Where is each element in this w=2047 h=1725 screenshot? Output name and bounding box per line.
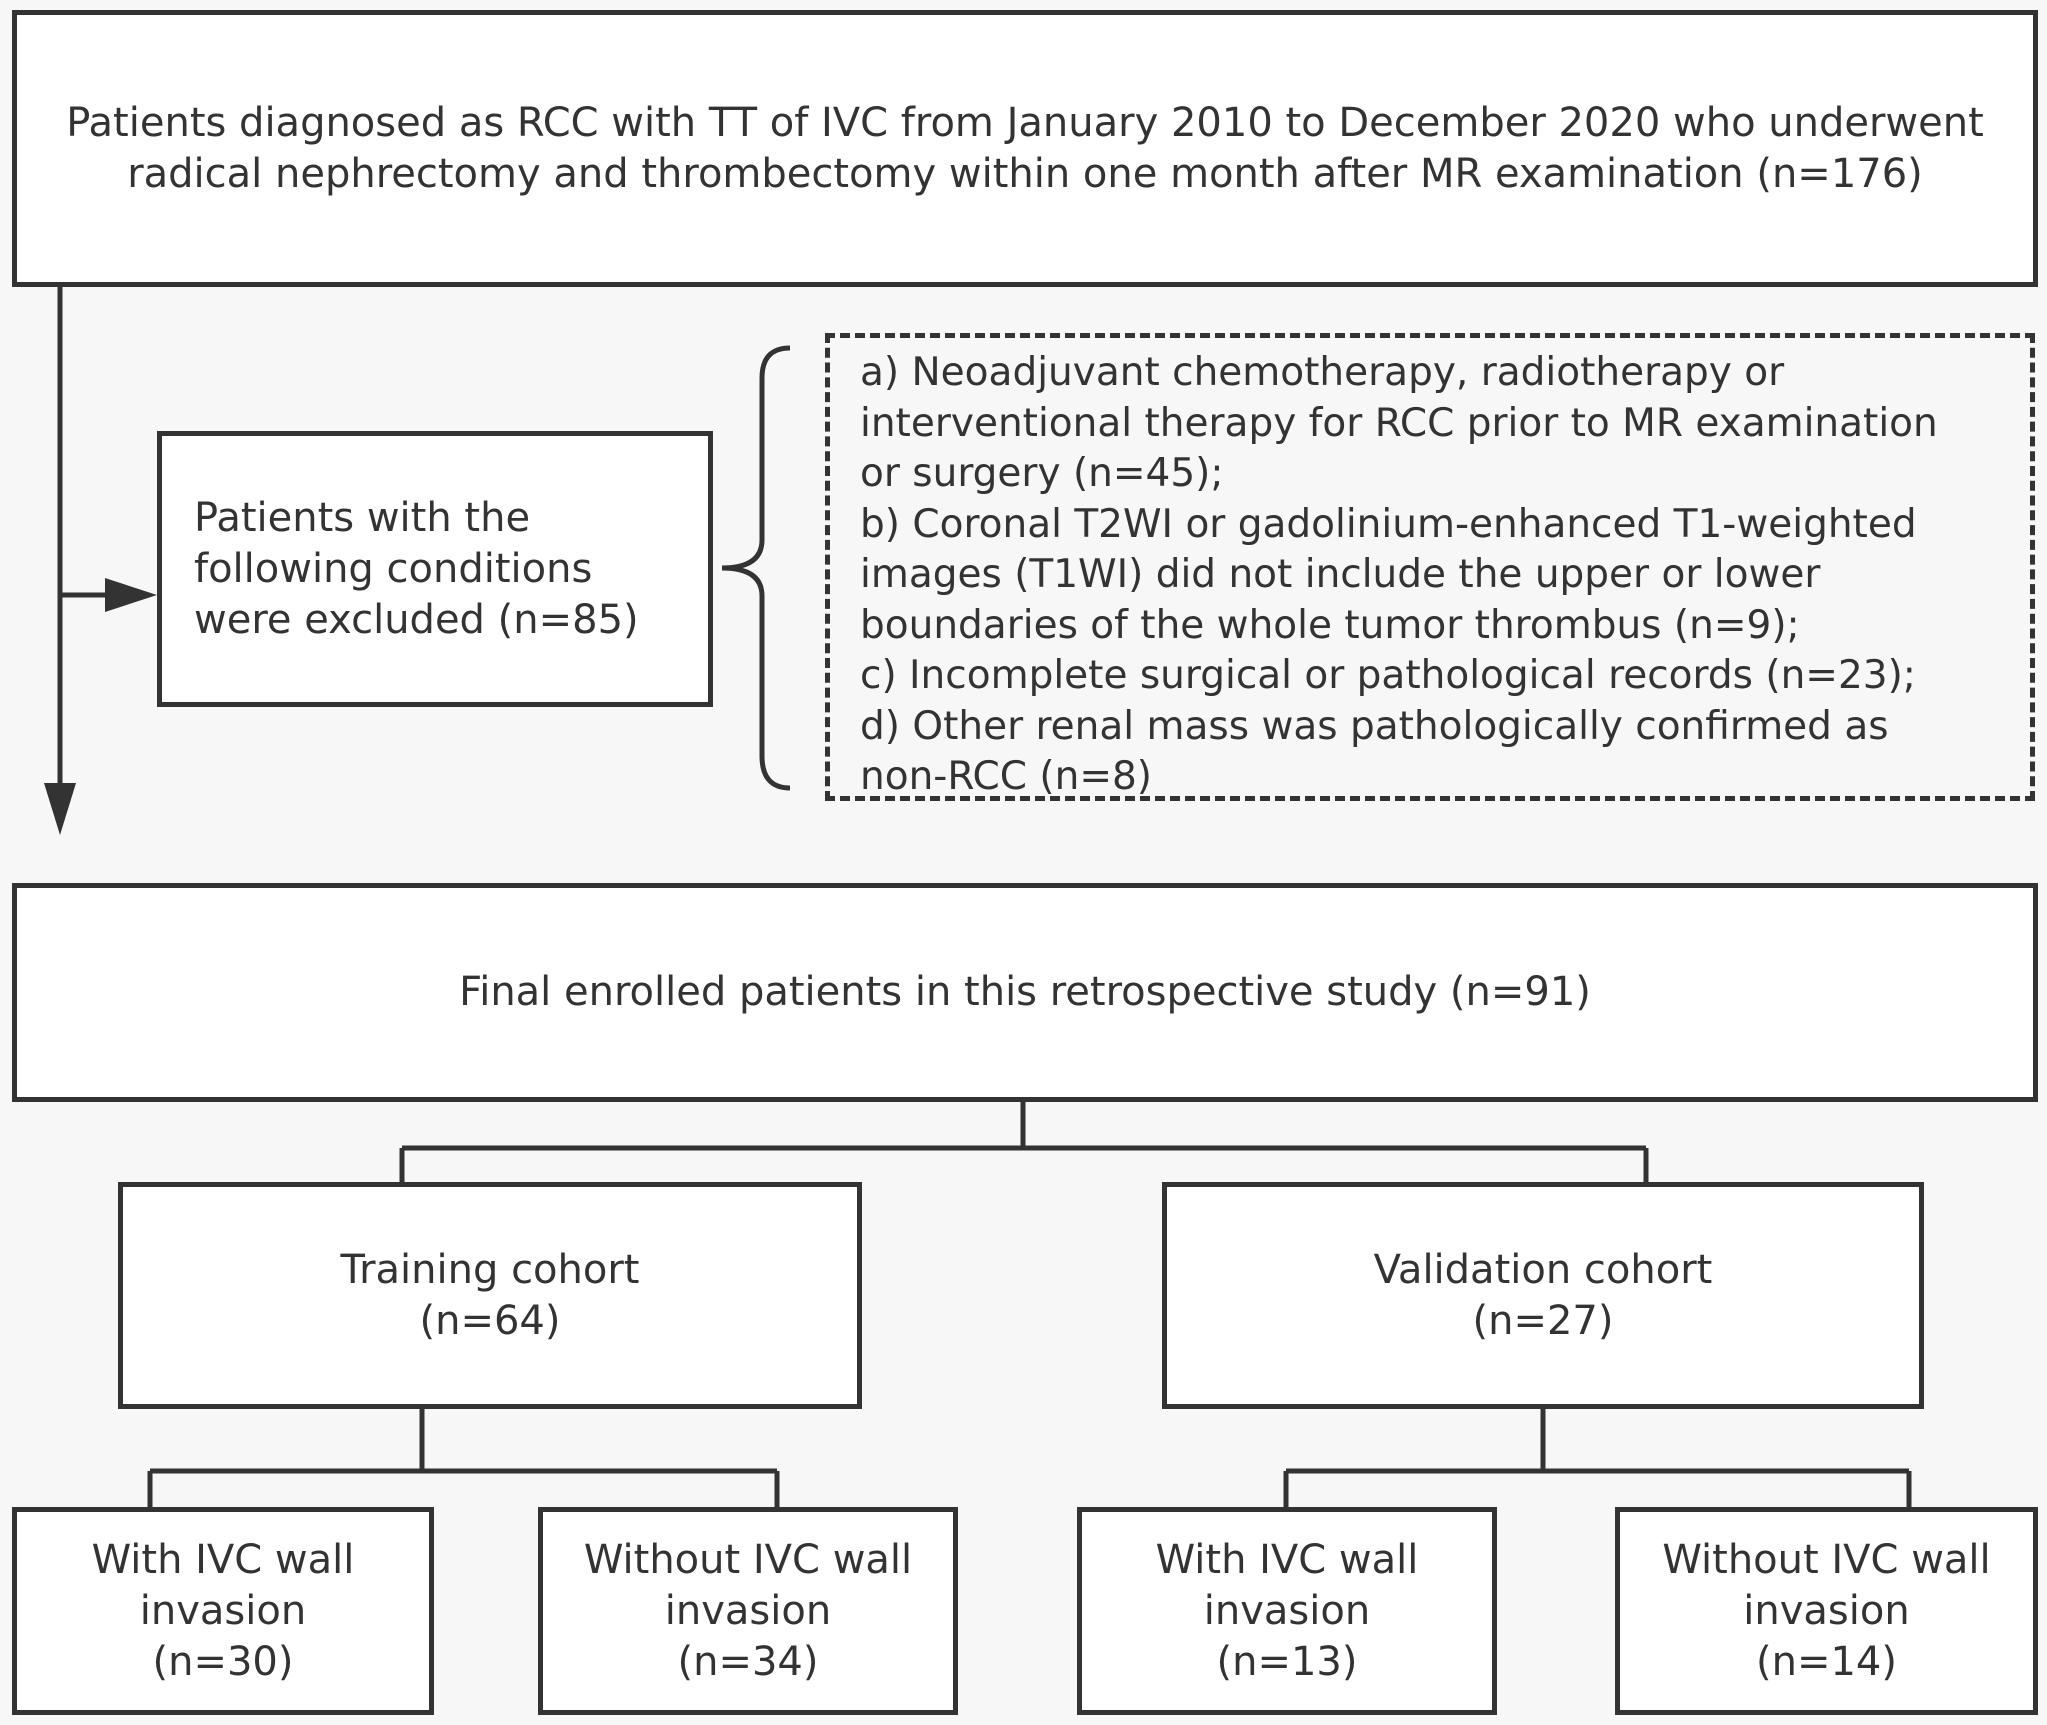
criteria-line: a) Neoadjuvant chemotherapy, radiotherap… <box>860 350 1785 395</box>
validation-cohort-title: Validation cohort <box>1373 1246 1713 1293</box>
validation-cohort-box: Validation cohort (n=27) <box>1162 1182 1924 1409</box>
final-enrolled-text: Final enrolled patients in this retrospe… <box>459 969 1591 1015</box>
excluded-line-3: were excluded (n=85) <box>194 596 639 643</box>
criteria-line: c) Incomplete surgical or pathological r… <box>860 653 1916 698</box>
training-with-line-2: invasion <box>139 1587 307 1634</box>
criteria-line: b) Coronal T2WI or gadolinium-enhanced T… <box>860 501 1917 547</box>
initial-patients-line-1: Patients diagnosed as RCC with TT of IVC… <box>66 99 1984 146</box>
initial-patients-line-2: radical nephrectomy and thrombectomy wit… <box>127 150 1923 197</box>
training-cohort-box: Training cohort (n=64) <box>118 1182 862 1409</box>
criteria-line: interventional therapy for RCC prior to … <box>860 400 1938 446</box>
training-without-line-1: Without IVC wall <box>583 1536 913 1583</box>
training-cohort-title: Training cohort <box>340 1246 640 1293</box>
training-without-line-2: invasion <box>664 1587 832 1634</box>
validation-without-count: (n=14) <box>1756 1638 1897 1685</box>
criteria-line: or surgery (n=45); <box>860 451 1224 496</box>
final-enrolled-box: Final enrolled patients in this retrospe… <box>12 883 2038 1102</box>
training-without-invasion-box: Without IVC wall invasion (n=34) <box>538 1507 958 1715</box>
validation-cohort-count: (n=27) <box>1472 1297 1614 1344</box>
excluded-line-1: Patients with the <box>194 494 531 541</box>
validation-with-line-2: invasion <box>1203 1587 1371 1634</box>
training-with-invasion-box: With IVC wall invasion (n=30) <box>12 1507 434 1715</box>
validation-without-invasion-box: Without IVC wall invasion (n=14) <box>1615 1507 2038 1715</box>
validation-without-line-1: Without IVC wall <box>1662 1536 1991 1583</box>
main-down-arrowhead <box>44 783 76 835</box>
criteria-line: d) Other renal mass was pathologically c… <box>860 703 1889 749</box>
exclusion-arrowhead <box>105 578 157 612</box>
criteria-line: non-RCC (n=8) <box>860 754 1153 799</box>
excluded-line-2: following conditions <box>194 545 593 592</box>
training-with-line-1: With IVC wall <box>91 1536 355 1583</box>
training-cohort-count: (n=64) <box>419 1297 561 1344</box>
validation-with-line-1: With IVC wall <box>1155 1536 1419 1583</box>
training-with-count: (n=30) <box>152 1638 294 1685</box>
criteria-brace <box>721 345 791 791</box>
exclusion-criteria-box: a) Neoadjuvant chemotherapy, radiotherap… <box>825 333 2035 801</box>
initial-patients-box: Patients diagnosed as RCC with TT of IVC… <box>12 10 2038 287</box>
training-without-count: (n=34) <box>677 1638 819 1685</box>
criteria-line: images (T1WI) did not include the upper … <box>860 552 1821 597</box>
validation-with-invasion-box: With IVC wall invasion (n=13) <box>1077 1507 1497 1715</box>
validation-with-count: (n=13) <box>1216 1638 1358 1685</box>
excluded-patients-box: Patients with the following conditions w… <box>157 431 713 707</box>
validation-without-line-2: invasion <box>1743 1587 1910 1634</box>
criteria-line: boundaries of the whole tumor thrombus (… <box>860 602 1800 648</box>
